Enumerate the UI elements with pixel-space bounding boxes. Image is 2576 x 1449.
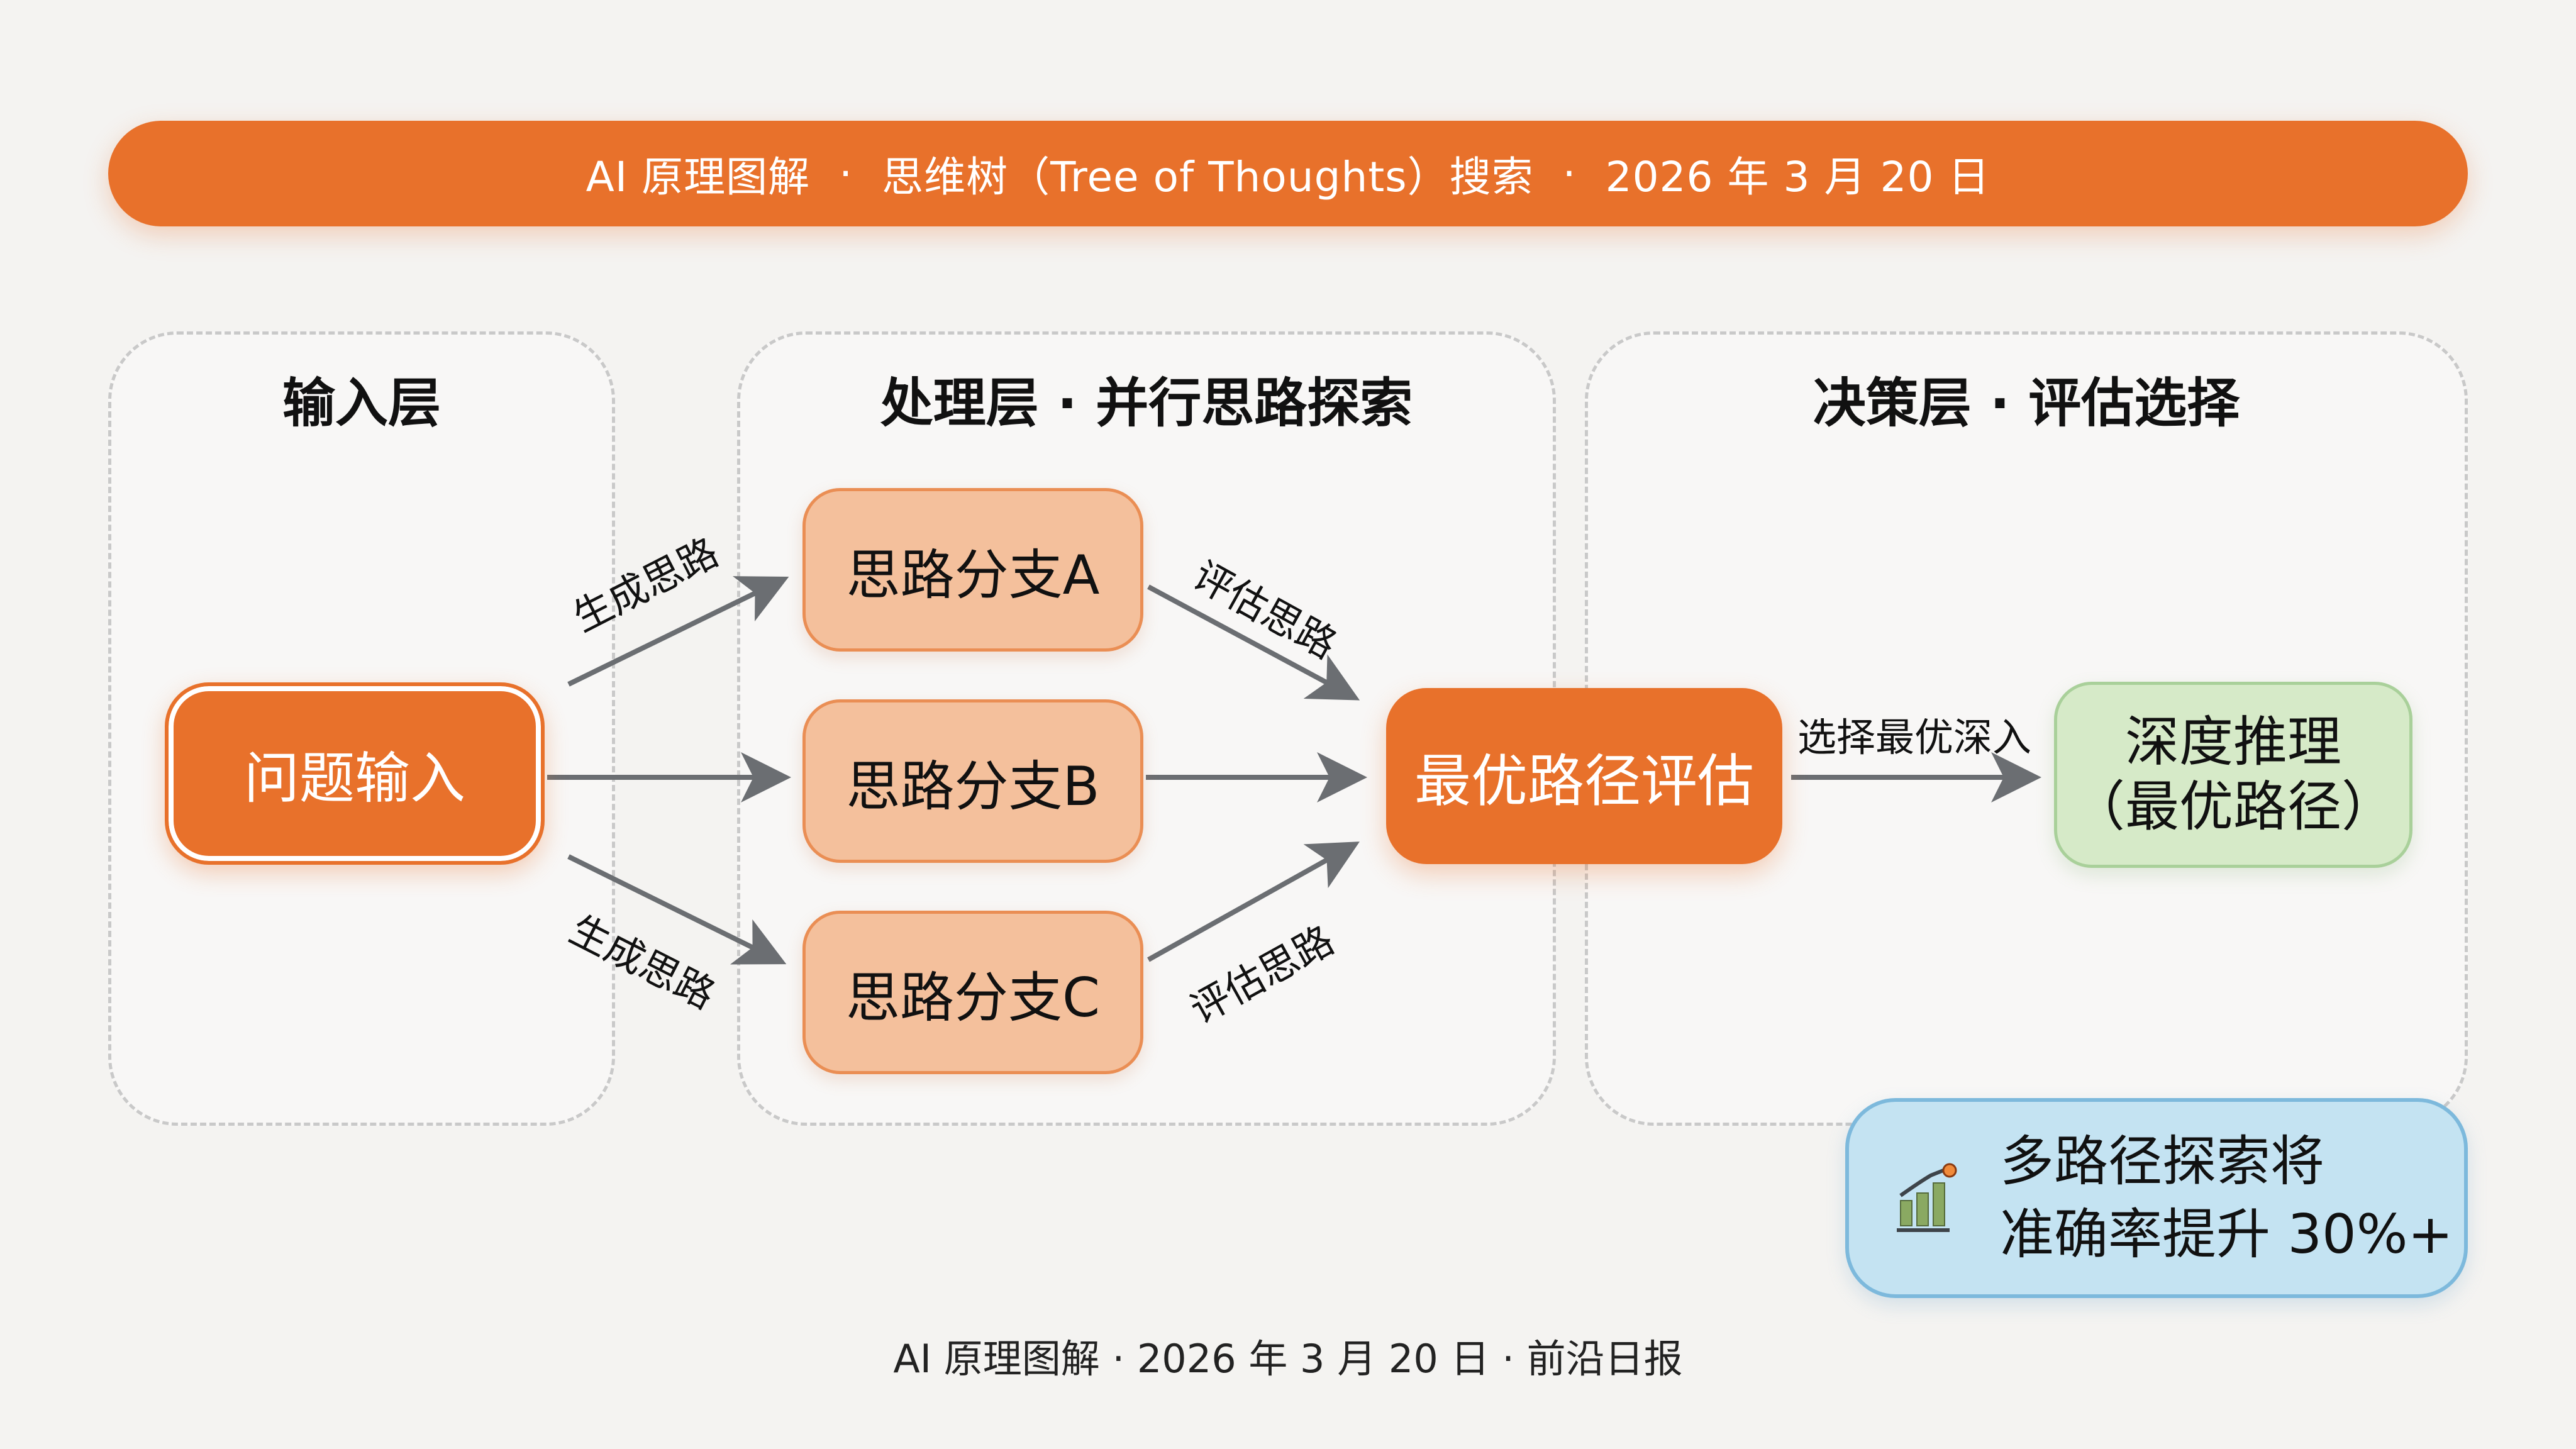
panel-title: 输入层 <box>282 372 441 434</box>
panel-title: 决策层 · 评估选择 <box>1813 372 2240 434</box>
stat-callout: 多路径探索将 准确率提升 30%+ <box>1845 1098 2468 1298</box>
node-branch-b: 思路分支B <box>802 699 1143 863</box>
stat-line2: 准确率提升 30%+ <box>2000 1203 2453 1266</box>
header-date: 2026 年 3 月 20 日 <box>1605 153 1990 201</box>
node-branch-c: 思路分支C <box>802 911 1143 1074</box>
stat-line1: 多路径探索将 <box>2000 1130 2324 1193</box>
node-best-path-evaluation: 最优路径评估 <box>1386 688 1782 864</box>
node-deep-line2: （最优路径） <box>2071 775 2396 838</box>
header-separator: · <box>839 149 853 198</box>
header-separator: · <box>1562 149 1577 198</box>
node-problem-input: 问题输入 <box>165 682 545 865</box>
node-deep-line1: 深度推理 <box>2125 710 2341 774</box>
panel-title: 处理层 · 并行思路探索 <box>880 372 1413 434</box>
node-deep-reasoning: 深度推理 （最优路径） <box>2054 682 2412 868</box>
edge-label-select: 选择最优深入 <box>1797 714 2032 760</box>
footer-caption: AI 原理图解 · 2026 年 3 月 20 日 · 前沿日报 <box>893 1336 1683 1382</box>
bar-chart-growth-icon <box>1897 1163 1957 1232</box>
header-banner: AI 原理图解 · 思维树（Tree of Thoughts）搜索 · 2026… <box>108 121 2468 226</box>
node-branch-a: 思路分支A <box>802 488 1143 652</box>
header-topic: 思维树（Tree of Thoughts）搜索 <box>882 153 1534 201</box>
stat-text: 多路径探索将 准确率提升 30%+ <box>2000 1125 2453 1271</box>
header-series: AI 原理图解 <box>586 153 811 201</box>
